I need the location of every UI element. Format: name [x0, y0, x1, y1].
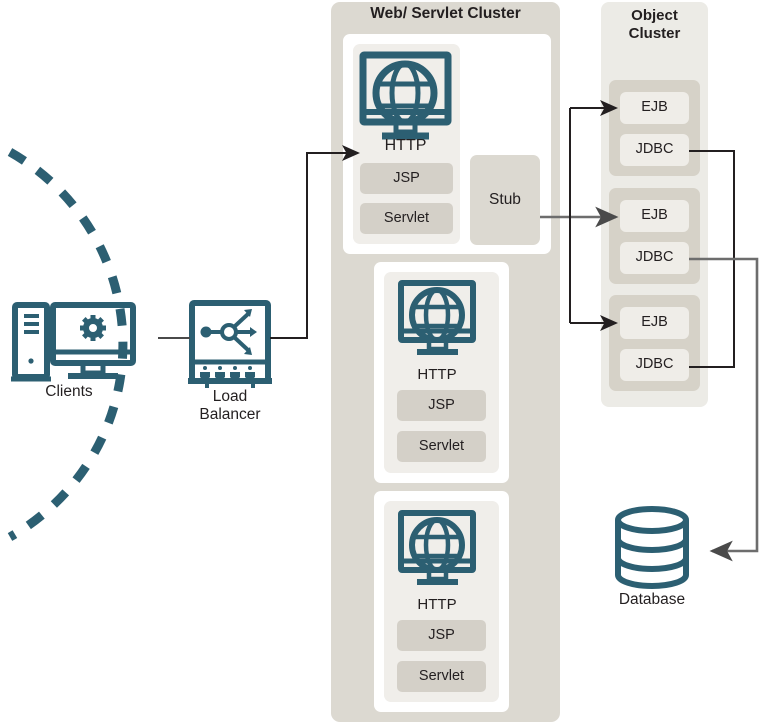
jdbc-label-1: JDBC	[635, 141, 674, 157]
ejb-label-2: EJB	[641, 207, 668, 223]
connector-jdbc-to-database	[689, 150, 759, 562]
http-globe-icon-3	[398, 510, 476, 585]
stub-label: Stub	[489, 191, 521, 208]
jsp-pill-3	[397, 620, 486, 651]
http-label-1: HTTP	[384, 137, 427, 154]
jdbc-label-3: JDBC	[635, 356, 674, 372]
jsp-label-1: JSP	[393, 170, 420, 186]
ejb-pill-3	[620, 307, 689, 339]
servlet-label-2: Servlet	[418, 438, 465, 454]
database-cylinder-icon	[615, 506, 689, 589]
ejb-pill-2	[620, 200, 689, 232]
http-globe-icon-2	[398, 280, 476, 355]
http-globe-icon-1	[359, 51, 452, 140]
load-balancer-label-line1: Load	[212, 388, 248, 405]
database-label: Database	[618, 591, 686, 608]
jdbc-label-2: JDBC	[635, 249, 674, 265]
load-balancer-icon	[188, 300, 272, 388]
jdbc-pill-2	[620, 242, 689, 274]
jdbc-pill-3	[620, 349, 689, 381]
jsp-label-2: JSP	[428, 397, 455, 413]
connector-stub-to-ejbs	[540, 100, 619, 331]
ejb-pill-1	[620, 92, 689, 124]
http-label-3: HTTP	[417, 596, 457, 613]
object-cluster-title-line1: Object	[631, 7, 678, 24]
connector-lb-to-web	[270, 145, 360, 339]
ejb-label-1: EJB	[641, 99, 668, 115]
jsp-pill-1	[360, 163, 453, 194]
load-balancer-label-line2: Balancer	[199, 406, 261, 423]
client-boundary-arc	[7, 148, 128, 541]
clients-label: Clients	[45, 383, 93, 400]
ejb-label-3: EJB	[641, 314, 668, 330]
web-cluster-title: Web/ Servlet Cluster	[370, 5, 521, 22]
object-cluster-title-line2: Cluster	[628, 25, 681, 42]
servlet-label-1: Servlet	[383, 210, 430, 226]
servlet-label-3: Servlet	[418, 668, 465, 684]
jsp-pill-2	[397, 390, 486, 421]
clients-icon	[11, 302, 136, 382]
servlet-pill-3	[397, 661, 486, 692]
stub-box[interactable]	[470, 155, 540, 245]
http-label-2: HTTP	[417, 366, 457, 383]
jdbc-pill-1	[620, 134, 689, 166]
servlet-pill-2	[397, 431, 486, 462]
jsp-label-3: JSP	[428, 627, 455, 643]
servlet-pill-1	[360, 203, 453, 234]
